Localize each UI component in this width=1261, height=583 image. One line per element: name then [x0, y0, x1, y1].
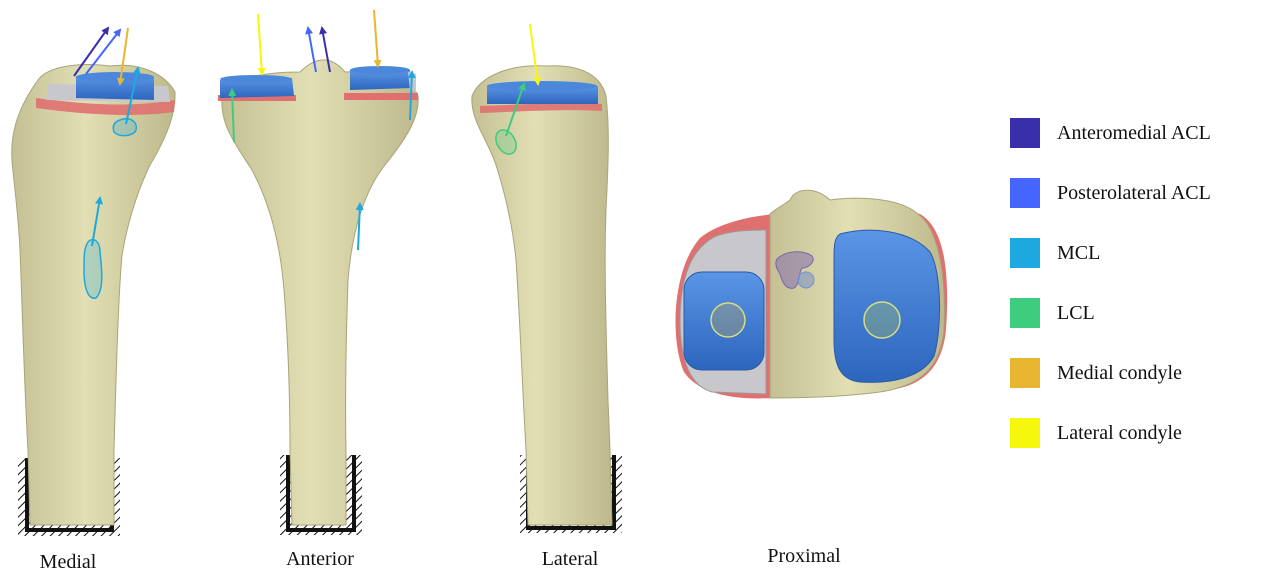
legend-label: MCL — [1057, 242, 1100, 265]
legend: Anteromedial ACL Posterolateral ACL MCL … — [1010, 118, 1211, 478]
legend-label: LCL — [1057, 302, 1095, 325]
legend-item-lcl: LCL — [1010, 298, 1211, 328]
view-label-medial: Medial — [40, 551, 97, 574]
anterior-implant-left — [220, 75, 294, 98]
legend-swatch-medial-condyle — [1010, 358, 1040, 388]
lateral-view — [472, 24, 622, 533]
anterior-medial-condyle-arrow — [374, 10, 378, 66]
medial-view — [12, 28, 175, 536]
legend-item-lateral-condyle: Lateral condyle — [1010, 418, 1211, 448]
legend-swatch-mcl — [1010, 238, 1040, 268]
medial-implant — [76, 72, 154, 100]
proximal-view — [676, 190, 948, 398]
legend-swatch-anteromedial-acl — [1010, 118, 1040, 148]
legend-label: Medial condyle — [1057, 362, 1182, 385]
proximal-lateral-condyle-marker — [864, 302, 900, 338]
proximal-medial-condyle-marker — [711, 303, 745, 337]
legend-item-posterolateral-acl: Posterolateral ACL — [1010, 178, 1211, 208]
legend-item-anteromedial-acl: Anteromedial ACL — [1010, 118, 1211, 148]
legend-swatch-posterolateral-acl — [1010, 178, 1040, 208]
anterior-lateral-condyle-arrow — [258, 14, 262, 74]
medial-mcl-footprint-proximal — [113, 119, 136, 136]
anterior-view — [218, 10, 418, 535]
view-label-anterior: Anterior — [286, 548, 354, 571]
anterior-tibia-bone — [222, 60, 418, 525]
legend-label: Posterolateral ACL — [1057, 182, 1211, 205]
legend-swatch-lateral-condyle — [1010, 418, 1040, 448]
legend-swatch-lcl — [1010, 298, 1040, 328]
lateral-tibia-bone — [472, 66, 612, 525]
view-label-lateral: Lateral — [542, 548, 599, 571]
legend-item-medial-condyle: Medial condyle — [1010, 358, 1211, 388]
medial-mcl-footprint-distal — [84, 240, 102, 299]
legend-label: Anteromedial ACL — [1057, 122, 1211, 145]
view-label-proximal: Proximal — [767, 545, 840, 568]
anterior-implant-right — [350, 66, 416, 92]
lateral-implant — [487, 81, 598, 104]
legend-item-mcl: MCL — [1010, 238, 1211, 268]
legend-label: Lateral condyle — [1057, 422, 1182, 445]
proximal-pcl-marker — [798, 272, 814, 288]
